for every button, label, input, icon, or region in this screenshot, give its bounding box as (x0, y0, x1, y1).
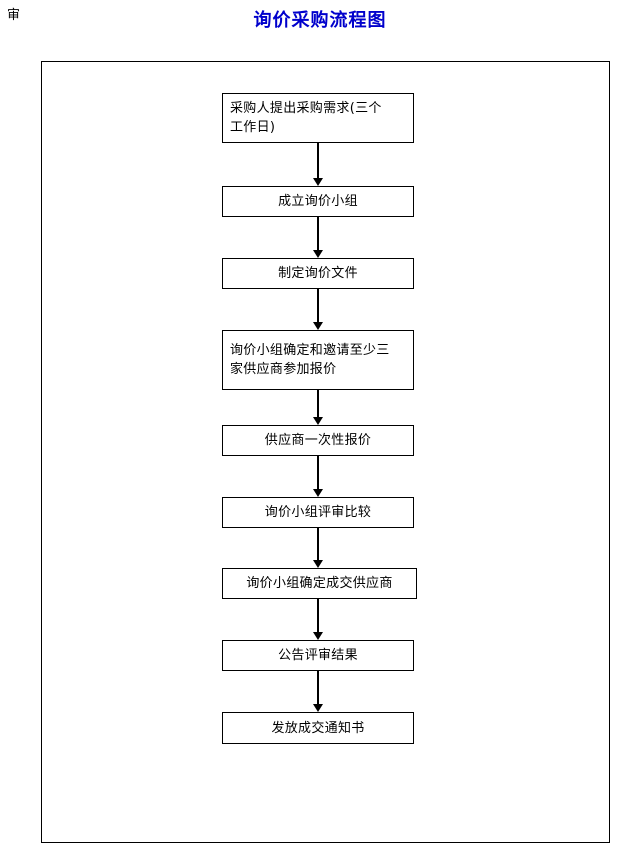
flow-connector (317, 143, 319, 178)
flow-node-label: 采购人提出采购需求(三个工作日) (230, 101, 382, 135)
flow-connector (317, 671, 319, 704)
page-title: 询价采购流程图 (253, 10, 387, 31)
flow-node-label: 成立询价小组 (278, 194, 358, 209)
flow-connector (317, 528, 319, 560)
flow-node-label: 供应商一次性报价 (264, 433, 372, 448)
flow-node-n7: 询价小组确定成交供应商 (222, 568, 417, 599)
flow-connector (317, 599, 319, 632)
corner-mark-character: 审 (7, 8, 21, 23)
flow-node-n9: 发放成交通知书 (222, 712, 414, 744)
flow-node-n8: 公告评审结果 (222, 640, 414, 671)
flow-node-n1: 采购人提出采购需求(三个工作日) (222, 93, 414, 143)
flow-arrowhead-icon (313, 560, 323, 568)
flow-arrowhead-icon (313, 704, 323, 712)
flow-node-n3: 制定询价文件 (222, 258, 414, 289)
flow-node-label: 询价小组确定和邀请至少三家供应商参加报价 (230, 343, 390, 377)
flow-node-label: 公告评审结果 (278, 648, 358, 663)
flow-arrowhead-icon (313, 489, 323, 497)
flow-node-label: 询价小组确定成交供应商 (246, 576, 393, 591)
flow-node-n2: 成立询价小组 (222, 186, 414, 217)
flow-arrowhead-icon (313, 322, 323, 330)
flow-node-label: 发放成交通知书 (271, 720, 365, 736)
flow-node-label: 制定询价文件 (278, 266, 358, 281)
flow-connector (317, 217, 319, 250)
flow-arrowhead-icon (313, 632, 323, 640)
flow-node-n5: 供应商一次性报价 (222, 425, 414, 456)
flow-arrowhead-icon (313, 178, 323, 186)
flow-connector (317, 289, 319, 322)
flow-connector (317, 390, 319, 417)
flow-connector (317, 456, 319, 489)
flow-node-n4: 询价小组确定和邀请至少三家供应商参加报价 (222, 330, 414, 390)
flow-node-label: 询价小组评审比较 (264, 505, 372, 520)
flow-node-n6: 询价小组评审比较 (222, 497, 414, 528)
flow-arrowhead-icon (313, 417, 323, 425)
flow-arrowhead-icon (313, 250, 323, 258)
